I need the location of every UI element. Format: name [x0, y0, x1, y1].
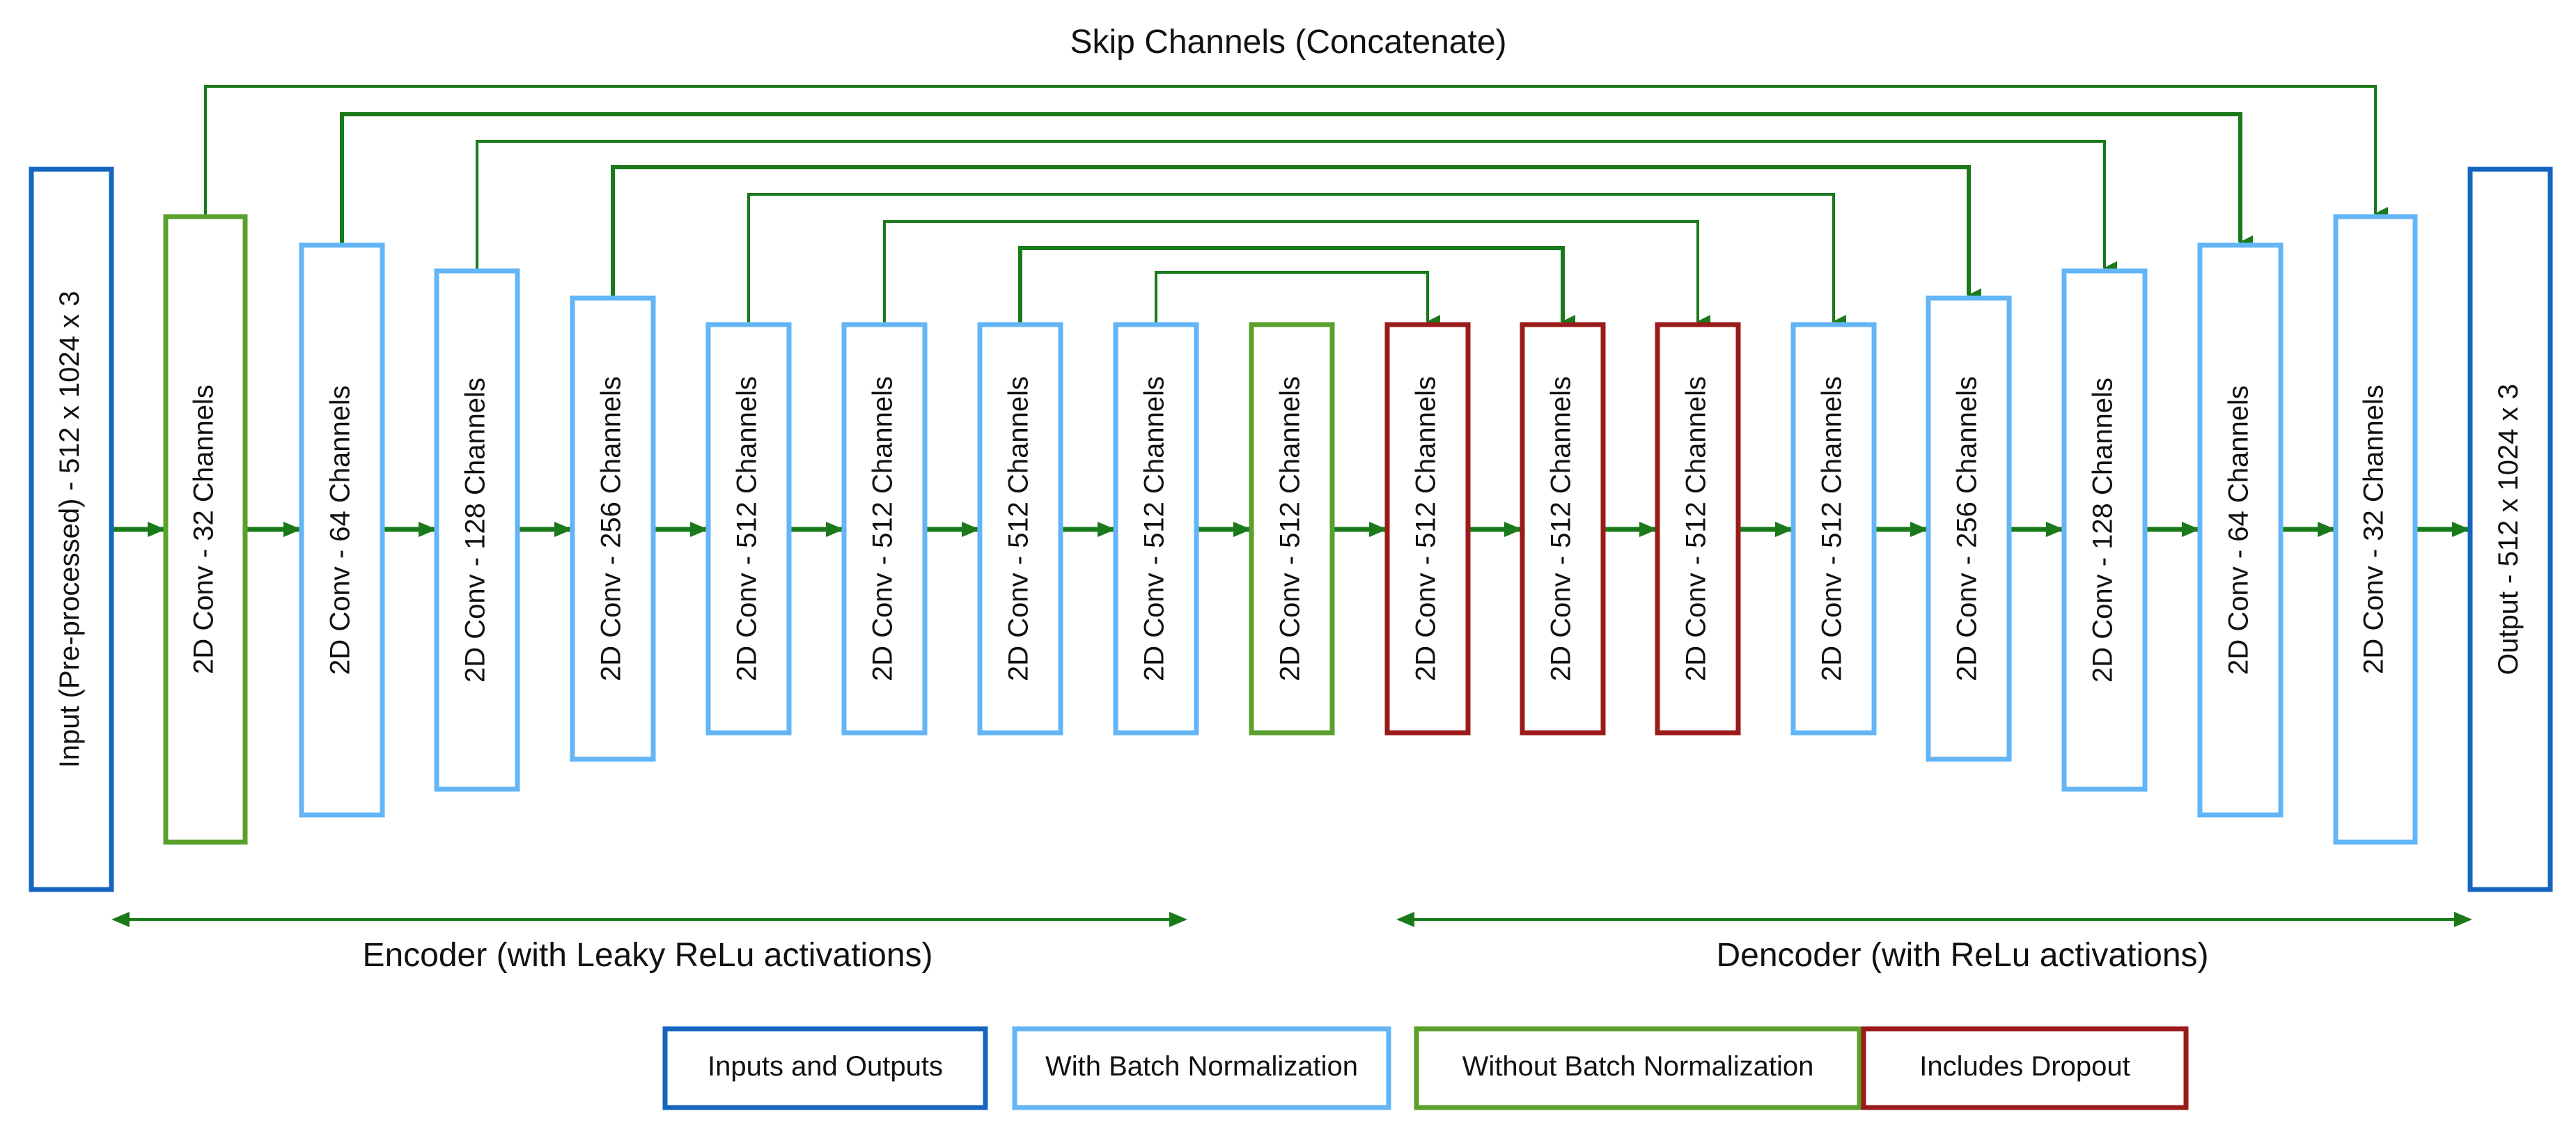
diagram-title: Skip Channels (Concatenate) — [1070, 24, 1506, 61]
block-box — [434, 268, 520, 792]
block-label: 2D Conv - 64 Channels — [325, 385, 356, 675]
legend-swatch-box — [1414, 1026, 1862, 1110]
block-box — [1520, 322, 1606, 736]
block-label: 2D Conv - 32 Channels — [189, 385, 219, 674]
network-blocks: Input (Pre-processed) - 512 x 1024 x 3 2D… — [29, 166, 2553, 892]
skip-connection — [747, 193, 1846, 329]
conv-block: 2D Conv - 512 Channels — [1655, 322, 1741, 736]
legend: Inputs and Outputs With Batch Normalizati… — [662, 1026, 2189, 1110]
conv-block: 2D Conv - 128 Channels — [2061, 268, 2148, 792]
block-label: 2D Conv - 512 Channels — [732, 376, 763, 681]
conv-block: 2D Conv - 128 Channels — [434, 268, 520, 792]
block-box — [299, 242, 385, 818]
block-box — [1926, 295, 2012, 762]
block-label: 2D Conv - 512 Channels — [1139, 376, 1170, 681]
encoder-span: Encoder (with Leaky ReLu activations) — [111, 912, 1187, 974]
block-label: 2D Conv - 512 Channels — [1004, 376, 1034, 681]
skip-connection — [204, 85, 2388, 221]
block-label: 2D Conv - 256 Channels — [1952, 376, 1983, 681]
legend-label: Without Batch Normalization — [1462, 1051, 1814, 1082]
conv-block: 2D Conv - 256 Channels — [570, 295, 656, 762]
block-box — [1384, 322, 1471, 736]
block-label: 2D Conv - 512 Channels — [1275, 376, 1306, 681]
conv-block: 2D Conv - 256 Channels — [1926, 295, 2012, 762]
conv-block: 2D Conv - 512 Channels — [1249, 322, 1335, 736]
block-box — [2197, 242, 2284, 818]
skip-connection — [476, 140, 2117, 275]
conv-block: 2D Conv - 32 Channels — [163, 214, 248, 845]
block-box — [977, 322, 1063, 736]
block-label: 2D Conv - 128 Channels — [460, 378, 491, 683]
legend-item: With Batch Normalization — [1012, 1026, 1391, 1110]
decoder-span: Dencoder (with ReLu activations) — [1396, 912, 2472, 974]
conv-block: 2D Conv - 64 Channels — [2197, 242, 2284, 818]
block-box — [163, 214, 248, 845]
decoder-arrow-left-head — [1396, 912, 1414, 927]
block-label: 2D Conv - 512 Channels — [1681, 376, 1712, 681]
block-box — [1249, 322, 1335, 736]
legend-item: Without Batch Normalization — [1414, 1026, 1862, 1110]
conv-block: 2D Conv - 512 Channels — [841, 322, 928, 736]
block-box — [1113, 322, 1199, 736]
block-box — [705, 322, 792, 736]
block-box — [2467, 166, 2553, 892]
conv-block: 2D Conv - 32 Channels — [2333, 214, 2418, 845]
input-block: Input (Pre-processed) - 512 x 1024 x 3 — [29, 166, 114, 892]
block-box — [570, 295, 656, 762]
encoder-label: Encoder (with Leaky ReLu activations) — [362, 937, 932, 974]
legend-label: Includes Dropout — [1919, 1051, 2130, 1082]
conv-block: 2D Conv - 512 Channels — [1113, 322, 1199, 736]
legend-label: With Batch Normalization — [1045, 1051, 1358, 1082]
block-label: 2D Conv - 512 Channels — [1546, 376, 1577, 681]
block-box — [2333, 214, 2418, 845]
conv-block: 2D Conv - 64 Channels — [299, 242, 385, 818]
block-box — [1655, 322, 1741, 736]
block-label: Input (Pre-processed) - 512 x 1024 x 3 — [54, 291, 85, 768]
block-label: 2D Conv - 128 Channels — [2088, 378, 2118, 683]
decoder-arrow-right-head — [2454, 912, 2472, 927]
conv-block: 2D Conv - 512 Channels — [1384, 322, 1471, 736]
block-box — [29, 166, 114, 892]
legend-item: Inputs and Outputs — [662, 1026, 988, 1110]
conv-block: 2D Conv - 512 Channels — [977, 322, 1063, 736]
block-label: 2D Conv - 512 Channels — [1411, 376, 1442, 681]
conv-block: 2D Conv - 512 Channels — [705, 322, 792, 736]
block-label: 2D Conv - 512 Channels — [868, 376, 898, 681]
block-label: 2D Conv - 512 Channels — [1817, 376, 1848, 681]
skip-connections — [204, 85, 2388, 329]
legend-swatch-box — [1861, 1026, 2189, 1110]
skip-connection — [611, 165, 1981, 302]
skip-connection — [1018, 246, 1575, 329]
output-block: Output - 512 x 1024 x 3 — [2467, 166, 2553, 892]
skip-connection — [1155, 271, 1440, 329]
block-box — [2061, 268, 2148, 792]
block-box — [1790, 322, 1877, 736]
conv-block: 2D Conv - 512 Channels — [1520, 322, 1606, 736]
decoder-label: Dencoder (with ReLu activations) — [1717, 937, 2209, 974]
legend-swatch-box — [662, 1026, 988, 1110]
legend-label: Inputs and Outputs — [708, 1051, 943, 1082]
conv-block: 2D Conv - 512 Channels — [1790, 322, 1877, 736]
block-label: Output - 512 x 1024 x 3 — [2493, 384, 2524, 675]
block-label: 2D Conv - 256 Channels — [596, 376, 627, 681]
block-label: 2D Conv - 32 Channels — [2359, 385, 2389, 674]
encoder-arrow-right-head — [1169, 912, 1187, 927]
legend-item: Includes Dropout — [1861, 1026, 2189, 1110]
encoder-arrow-left-head — [111, 912, 130, 927]
block-label: 2D Conv - 64 Channels — [2224, 385, 2254, 675]
legend-swatch-box — [1012, 1026, 1391, 1110]
skip-connection — [883, 220, 1710, 329]
skip-connection — [340, 112, 2253, 249]
block-box — [841, 322, 928, 736]
